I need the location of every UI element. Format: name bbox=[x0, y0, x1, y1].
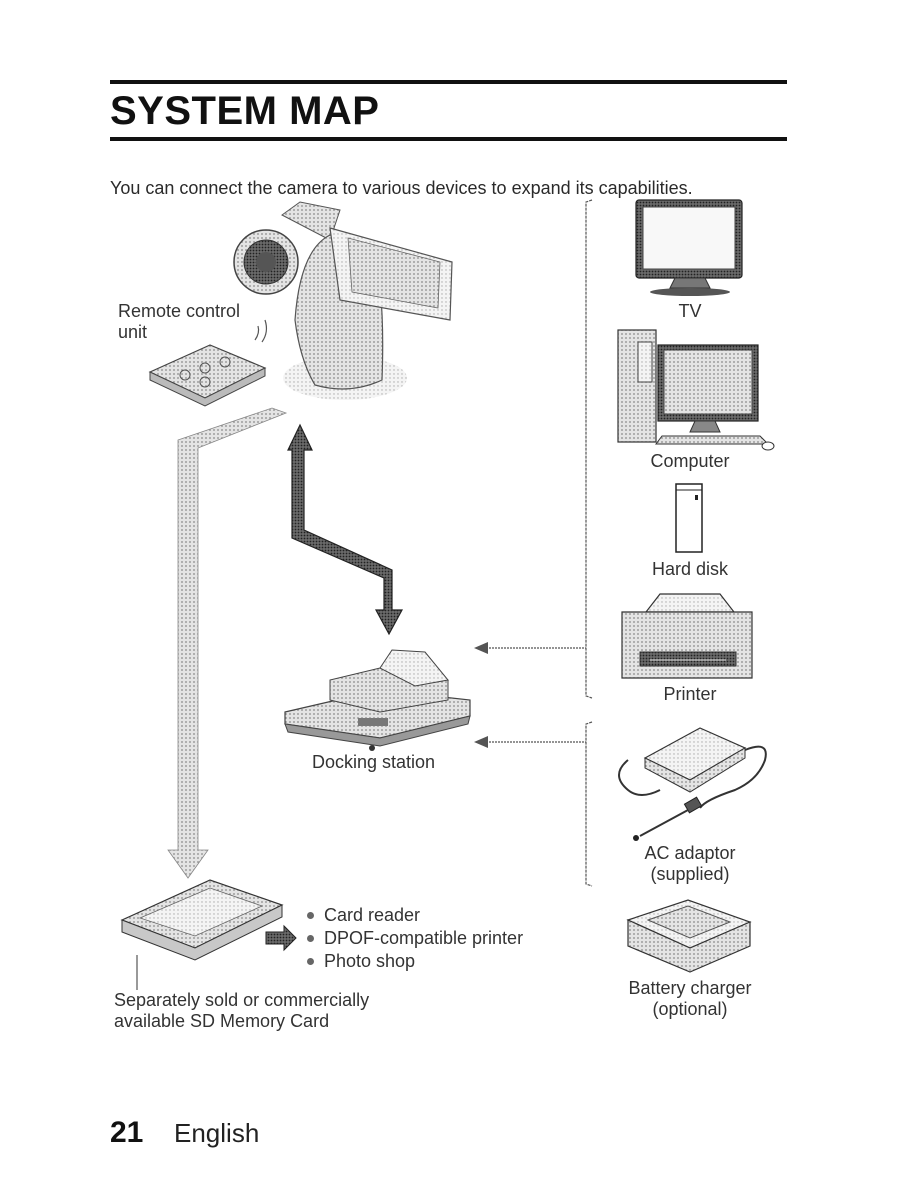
camera-dock-double-arrow bbox=[287, 423, 404, 636]
list-item: Card reader bbox=[304, 904, 523, 927]
ac-adaptor-icon bbox=[618, 727, 767, 841]
list-item: Photo shop bbox=[304, 950, 523, 973]
list-item: DPOF-compatible printer bbox=[304, 927, 523, 950]
camera-icon bbox=[233, 201, 453, 400]
battery-charger-line1: Battery charger bbox=[628, 978, 752, 998]
sd-card-line2: available SD Memory Card bbox=[114, 1011, 330, 1031]
right-brackets bbox=[585, 199, 593, 887]
ac-adaptor-line1: AC adaptor bbox=[644, 843, 736, 863]
printer-label: Printer bbox=[663, 684, 717, 704]
remote-control-label: Remote control unit bbox=[118, 301, 240, 343]
ac-adaptor-label: AC adaptor (supplied) bbox=[610, 843, 770, 885]
page-title: SYSTEM MAP bbox=[110, 89, 380, 133]
sd-card-label: Separately sold or commercially availabl… bbox=[114, 990, 369, 1032]
bullet-icon bbox=[307, 935, 314, 942]
card-use-text: Photo shop bbox=[324, 951, 416, 971]
docking-station-label: Docking station bbox=[312, 752, 436, 772]
docking-station-icon bbox=[284, 649, 471, 751]
page-number: 21 bbox=[110, 1116, 144, 1149]
battery-charger-label: Battery charger (optional) bbox=[605, 978, 775, 1020]
remote-label-line1: Remote control bbox=[118, 301, 241, 321]
hard-disk-label: Hard disk bbox=[651, 559, 729, 579]
intro-text: You can connect the camera to various de… bbox=[110, 178, 693, 198]
camera-to-card-arrow bbox=[167, 407, 288, 879]
card-use-text: DPOF-compatible printer bbox=[324, 928, 524, 948]
remote-label-line2: unit bbox=[118, 322, 148, 342]
computer-label: Computer bbox=[650, 451, 730, 471]
remote-control-icon bbox=[148, 319, 268, 407]
bullet-icon bbox=[307, 958, 314, 965]
computer-icon bbox=[617, 329, 775, 451]
bullet-icon bbox=[307, 912, 314, 919]
title-underline bbox=[110, 137, 787, 141]
card-to-uses-arrow bbox=[265, 924, 297, 952]
top-rule bbox=[110, 80, 787, 84]
printer-icon bbox=[621, 593, 753, 679]
card-use-text: Card reader bbox=[324, 905, 421, 925]
card-uses-list: Card reader DPOF-compatible printer Phot… bbox=[304, 904, 523, 973]
dock-connection-arrows bbox=[474, 642, 586, 748]
tv-label: TV bbox=[678, 301, 702, 321]
language-label: English bbox=[174, 1118, 260, 1148]
sd-card-icon bbox=[120, 879, 284, 990]
ac-adaptor-line2: (supplied) bbox=[650, 864, 730, 884]
battery-charger-line2: (optional) bbox=[652, 999, 728, 1019]
tv-icon bbox=[635, 199, 743, 296]
battery-charger-icon bbox=[626, 899, 752, 973]
sd-card-line1: Separately sold or commercially bbox=[114, 990, 370, 1010]
hard-disk-icon bbox=[675, 483, 703, 553]
